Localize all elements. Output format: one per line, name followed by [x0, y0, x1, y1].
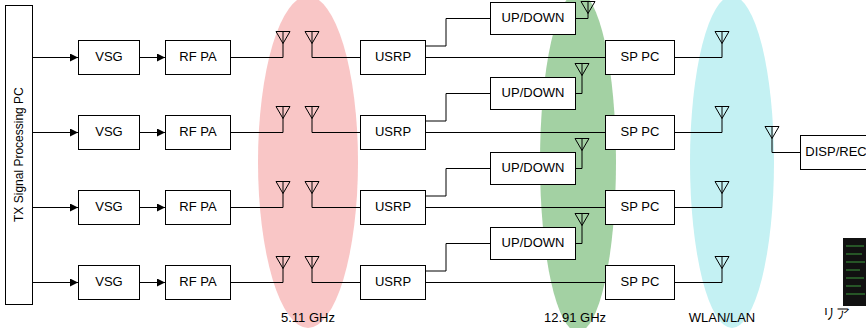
antenna-wire [576, 139, 582, 169]
connector-line [33, 132, 78, 133]
caption-fragment: リア [822, 306, 850, 321]
band-label: WLAN/LAN [689, 311, 755, 325]
connector-line [426, 57, 605, 58]
screenshot-thumbnail [843, 238, 866, 306]
converter-box: UP/DOWN [490, 77, 576, 110]
node-label: RF PA [179, 275, 216, 289]
tx-pc-box: TX Signal Processing PC [5, 5, 33, 305]
antenna-wire [675, 182, 722, 208]
connector-line [426, 169, 490, 197]
node-label: VSG [95, 50, 122, 64]
antenna-wire [675, 257, 722, 283]
node-label: SP PC [621, 200, 660, 214]
node-label: UP/DOWN [502, 86, 565, 100]
antenna-wire [576, 64, 582, 94]
node-label: UP/DOWN [502, 161, 565, 175]
converter-box: UP/DOWN [490, 227, 576, 260]
connector-line [426, 132, 605, 133]
node-label: SP PC [621, 275, 660, 289]
node-label: SP PC [621, 125, 660, 139]
node-label: USRP [375, 50, 411, 64]
sp-pc-box: SP PC [605, 190, 675, 225]
antenna-wire [231, 32, 283, 58]
antenna-wire [231, 257, 283, 283]
wlan-region [690, 0, 774, 328]
usrp-box: USRP [360, 265, 426, 300]
vsg-box: VSG [78, 190, 140, 225]
antenna-wire [772, 127, 800, 153]
band-5ghz-region [258, 0, 358, 328]
connector-line [426, 19, 490, 47]
antenna-wire [231, 107, 283, 133]
antenna-wire [576, 214, 582, 244]
antenna-wire [576, 2, 588, 19]
sp-pc-box: SP PC [605, 265, 675, 300]
converter-box: UP/DOWN [490, 2, 576, 35]
antenna-wire [675, 32, 722, 58]
connector-line [140, 207, 165, 208]
node-label: SP PC [621, 50, 660, 64]
node-label: USRP [375, 200, 411, 214]
node-label: VSG [95, 200, 122, 214]
antenna-wire [231, 182, 283, 208]
amplifier-box: RF PA [165, 40, 231, 75]
converter-box: UP/DOWN [490, 152, 576, 185]
band-label: 12.91 GHz [544, 311, 606, 325]
antenna-group [231, 2, 800, 283]
connector-line [426, 282, 605, 283]
usrp-box: USRP [360, 115, 426, 150]
connector-line [33, 207, 78, 208]
display-box: DISP/REC [800, 135, 866, 170]
node-label: UP/DOWN [502, 11, 565, 25]
node-label: USRP [375, 275, 411, 289]
node-label: RF PA [179, 125, 216, 139]
connector-line [426, 244, 490, 272]
amplifier-box: RF PA [165, 265, 231, 300]
connector-line [33, 57, 78, 58]
usrp-box: USRP [360, 40, 426, 75]
connector-line [33, 282, 78, 283]
node-label: DISP/REC [805, 145, 866, 159]
sp-pc-box: SP PC [605, 40, 675, 75]
connector-line [140, 282, 165, 283]
screenshot-lines [846, 246, 865, 294]
connector-line [140, 132, 165, 133]
antenna-wire [312, 107, 360, 133]
antenna-wire [675, 107, 722, 133]
antenna-wire [312, 257, 360, 283]
vsg-box: VSG [78, 265, 140, 300]
node-label: VSG [95, 275, 122, 289]
amplifier-box: RF PA [165, 115, 231, 150]
connector-line [140, 57, 165, 58]
node-label: VSG [95, 125, 122, 139]
vsg-box: VSG [78, 115, 140, 150]
usrp-box: USRP [360, 190, 426, 225]
connector-line [426, 207, 605, 208]
amplifier-box: RF PA [165, 190, 231, 225]
node-label: RF PA [179, 200, 216, 214]
node-label: TX Signal Processing PC [12, 88, 25, 223]
node-label: USRP [375, 125, 411, 139]
connector-line [426, 94, 490, 122]
node-label: UP/DOWN [502, 236, 565, 250]
antenna-wire [312, 32, 360, 58]
antenna-wire [312, 182, 360, 208]
node-label: RF PA [179, 50, 216, 64]
band-label: 5.11 GHz [281, 311, 335, 325]
vsg-box: VSG [78, 40, 140, 75]
sp-pc-box: SP PC [605, 115, 675, 150]
